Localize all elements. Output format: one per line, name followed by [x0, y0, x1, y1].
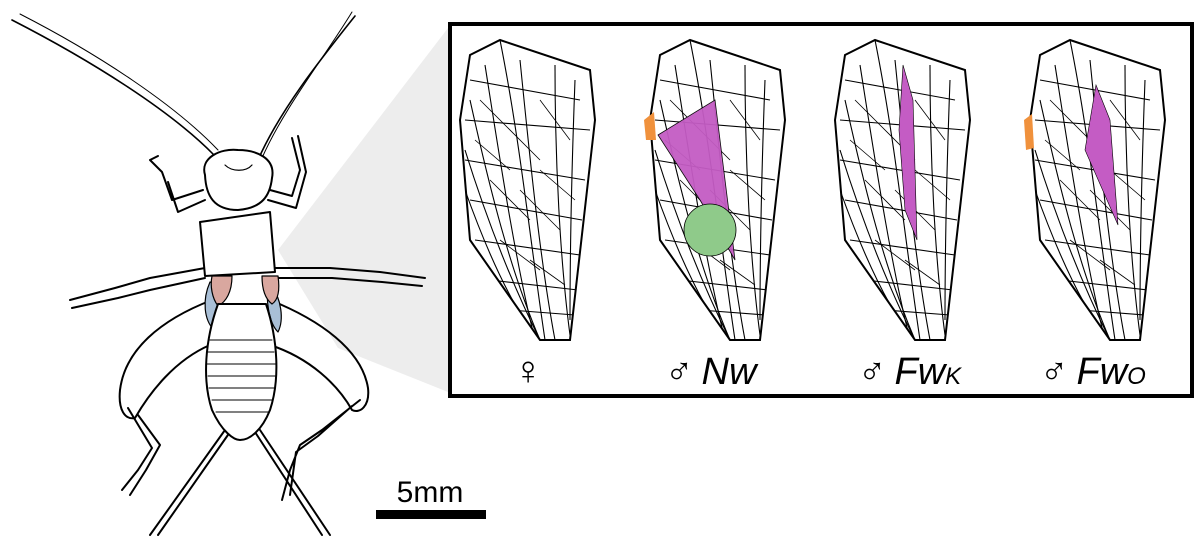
male-symbol: ♂ [1040, 351, 1069, 393]
male-symbol: ♂ [665, 351, 694, 393]
right-front-leg [268, 136, 306, 208]
right-antenna-inner [262, 12, 352, 158]
scale-bar [376, 510, 486, 519]
male-symbol: ♂ [858, 351, 887, 393]
mirror-region [684, 204, 736, 256]
left-middle-leg [70, 268, 205, 308]
right-antenna [258, 16, 355, 160]
left-antenna [12, 20, 214, 155]
label-female-symbol: ♀ [513, 349, 543, 393]
pronotum [200, 212, 275, 276]
abdomen [206, 304, 276, 440]
right-wing-pad-pink [262, 276, 279, 304]
label-main: Nw [702, 351, 759, 393]
right-hind-tibia [282, 400, 360, 500]
left-front-leg [150, 156, 205, 212]
label-sub: O [1127, 363, 1146, 390]
left-hind-femur [120, 300, 212, 418]
label-main: Fw [1077, 351, 1130, 393]
label-male-nw: ♂Nw [665, 351, 759, 393]
left-cercus [150, 430, 230, 535]
cricket-head [204, 150, 272, 210]
scale-bar-label: 5mm [397, 476, 464, 509]
label-sub: K [945, 363, 962, 390]
label-main: Fw [895, 351, 948, 393]
left-hind-tibia [122, 408, 160, 495]
